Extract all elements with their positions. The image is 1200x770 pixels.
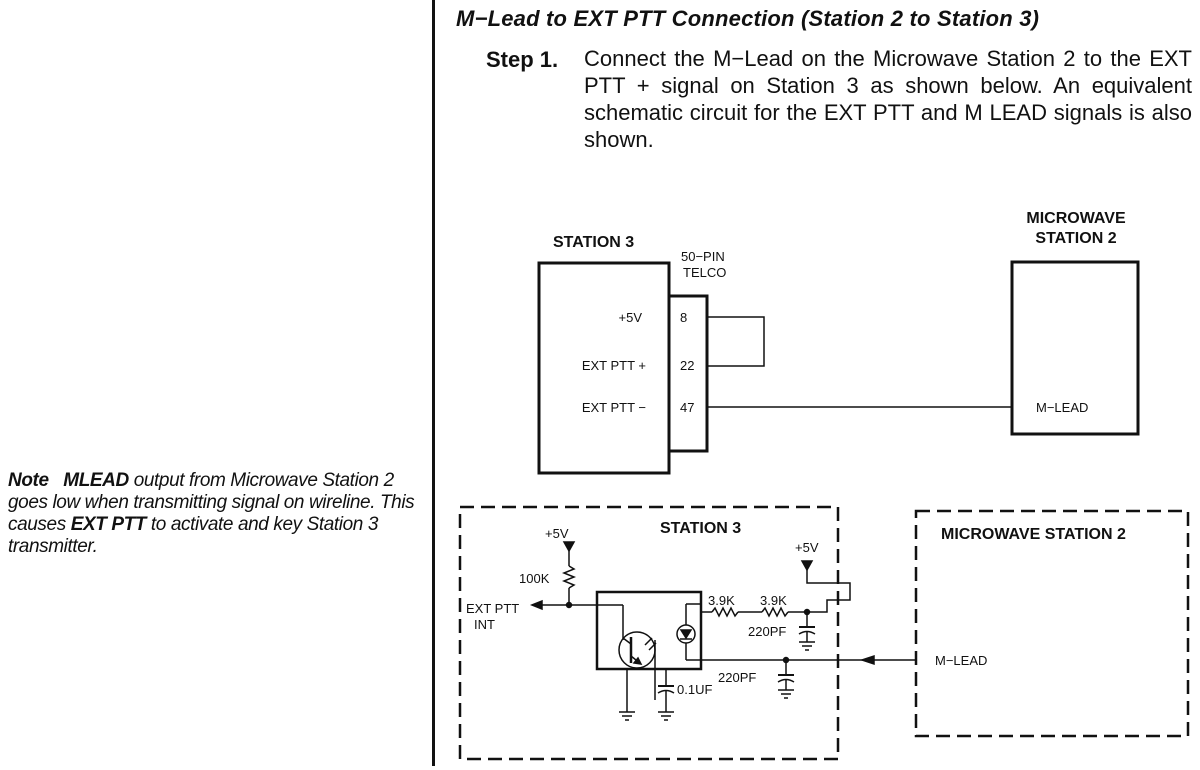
led-diode bbox=[679, 629, 693, 640]
wiring-mlead-label: M−LEAD bbox=[1036, 400, 1088, 415]
resistor-100k-label: 100K bbox=[519, 571, 550, 586]
vcc-left-arrow bbox=[562, 541, 576, 553]
pin-number-1: 22 bbox=[680, 358, 694, 373]
note-term-mlead: MLEAD bbox=[63, 470, 129, 491]
microwave-station2-box bbox=[1010, 260, 1140, 436]
pin-number-0: 8 bbox=[680, 310, 687, 325]
step-label: Step 1. bbox=[486, 47, 559, 72]
r1-label: 3.9K bbox=[708, 593, 735, 608]
schematic-station3-dashed-box bbox=[458, 505, 840, 761]
wiring-microwave-label-1: MICROWAVE bbox=[1026, 210, 1126, 227]
vcc-right-label: +5V bbox=[795, 540, 819, 555]
light-ray-1 bbox=[644, 637, 653, 646]
transistor-collector bbox=[622, 637, 632, 645]
vcc-right-wire bbox=[806, 570, 851, 613]
resistor-r1 bbox=[711, 606, 739, 618]
schematic-microwave-label: MICROWAVE STATION 2 bbox=[941, 526, 1126, 543]
optocoupler-box bbox=[595, 590, 703, 671]
schematic-mlead-label: M−LEAD bbox=[935, 653, 987, 668]
connector-label-1: 50−PIN bbox=[681, 249, 725, 264]
note-label: Note bbox=[8, 470, 49, 491]
resistor-r2 bbox=[761, 606, 789, 618]
cap-01uf-plate-2 bbox=[657, 689, 675, 694]
mlead-arrow bbox=[859, 654, 875, 666]
ext-ptt-int-arrow bbox=[529, 599, 543, 611]
cap-top-label: 220PF bbox=[748, 624, 786, 639]
pin-number-2: 47 bbox=[680, 400, 694, 415]
wiring-diagram bbox=[537, 260, 1140, 475]
note-text-1: output from Microwave Station 2 goes low… bbox=[8, 470, 415, 535]
ext-ptt-int-label-1: EXT PTT bbox=[466, 601, 519, 616]
pin-signal-1: EXT PTT + bbox=[582, 358, 646, 373]
wiring-station3-label: STATION 3 bbox=[553, 234, 634, 251]
side-note: Note MLEAD output from Microwave Station… bbox=[8, 470, 418, 558]
note-term-extptt: EXT PTT bbox=[70, 514, 147, 535]
note-text-2: to activate and key Station 3 transmitte… bbox=[8, 514, 379, 557]
cap-bottom-plate-2 bbox=[777, 678, 795, 683]
cap-top-plate-2 bbox=[798, 630, 816, 635]
schematic-microwave-dashed-box bbox=[914, 509, 1190, 738]
step-text: Connect the M−Lead on the Microwave Stat… bbox=[584, 46, 1192, 152]
column-divider bbox=[432, 0, 435, 766]
cap-bottom-label: 220PF bbox=[718, 670, 756, 685]
pin-signal-0: +5V bbox=[619, 310, 643, 325]
ext-ptt-int-label-2: INT bbox=[474, 617, 495, 632]
wiring-microwave-label-2: STATION 2 bbox=[1035, 230, 1116, 247]
cap-01uf-label: 0.1UF bbox=[677, 682, 712, 697]
schematic-station3-label: STATION 3 bbox=[660, 520, 741, 537]
section-title: M−Lead to EXT PTT Connection (Station 2 … bbox=[456, 6, 1040, 31]
jumper-wire-8-22 bbox=[707, 316, 765, 367]
r2-label: 3.9K bbox=[760, 593, 787, 608]
vcc-left-label: +5V bbox=[545, 526, 569, 541]
telco-connector bbox=[667, 294, 709, 453]
vcc-right-arrow bbox=[800, 560, 814, 572]
resistor-100k bbox=[561, 565, 577, 589]
pin-signal-2: EXT PTT − bbox=[582, 400, 646, 415]
connector-label-2: TELCO bbox=[683, 265, 726, 280]
emitter-arrow bbox=[632, 656, 643, 665]
schematic-circuit bbox=[529, 541, 916, 721]
